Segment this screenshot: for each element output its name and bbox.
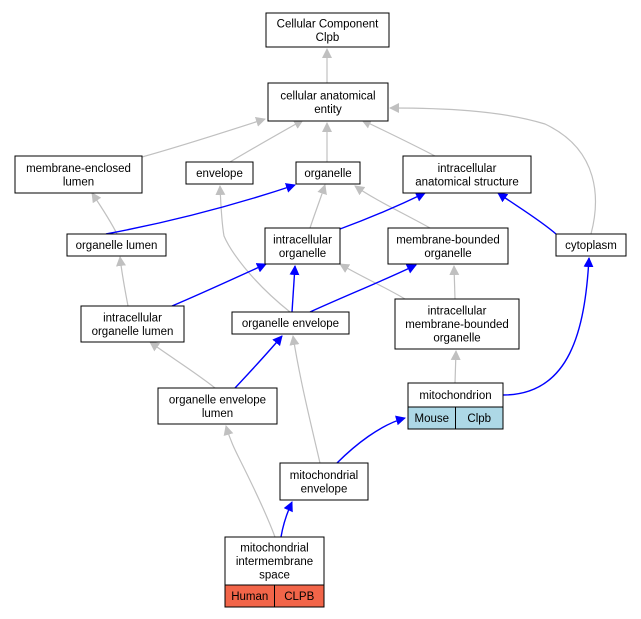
node-cae[interactable]: cellular anatomical entity: [267, 82, 389, 122]
node-label: organelle: [433, 333, 480, 345]
node-box: [265, 12, 390, 48]
edge-mel-cae: [141, 117, 266, 158]
gene-label: Clpb: [467, 413, 491, 425]
edge-ol-mel: [91, 192, 118, 235]
node-label: organelle: [304, 168, 351, 180]
annotation-row: Mouse Clpb: [407, 406, 504, 430]
node-box: [80, 305, 185, 343]
node-label: organelle envelope: [242, 318, 339, 330]
node-label: cytoplasm: [565, 240, 617, 252]
node-mbo[interactable]: membrane-bounded organelle: [387, 227, 509, 265]
edge-mito-cyt: [502, 257, 594, 396]
species-label: Human: [231, 591, 268, 603]
node-label: anatomical structure: [415, 176, 519, 188]
node-label: Clpb: [316, 32, 340, 44]
edge-ol-org: [105, 183, 296, 235]
edge-mis-oel: [223, 425, 276, 538]
node-env[interactable]: envelope: [185, 161, 254, 185]
node-label: intracellular: [438, 163, 497, 175]
node-label: mitochondrial: [240, 543, 308, 555]
node-label: mitochondrion: [419, 390, 491, 402]
node-label: entity: [314, 104, 342, 116]
node-box: [394, 298, 520, 350]
node-label: membrane-bounded: [405, 319, 509, 331]
node-cyt[interactable]: cytoplasm: [555, 233, 627, 257]
edge-oel-oe: [234, 335, 283, 389]
edge-me-oe: [289, 335, 321, 464]
node-label: intracellular: [103, 312, 162, 324]
node-box: [267, 82, 389, 122]
node-label: organelle lumen: [76, 240, 158, 252]
node-label: intermembrane: [236, 556, 313, 568]
gene-cell: [455, 406, 504, 430]
node-label: mitochondrial: [290, 470, 358, 482]
edge-cyt-ias: [497, 192, 557, 235]
node-label: intracellular: [273, 234, 332, 246]
node-box: [295, 161, 361, 185]
edge-oe-io: [289, 265, 300, 313]
species-label: Mouse: [414, 413, 449, 425]
edge-imbo-mbo: [449, 265, 460, 300]
edge-me-mito: [336, 415, 406, 464]
annotation-row: Human CLPB: [224, 584, 325, 608]
edge-iol-io: [171, 263, 267, 307]
node-iol[interactable]: intracellular organelle lumen: [80, 305, 185, 343]
node-label: envelope: [196, 168, 243, 180]
node-box: [387, 227, 509, 265]
node-label: space: [259, 570, 290, 582]
gene-cell: [274, 584, 325, 608]
node-label: lumen: [63, 176, 94, 188]
edge-ias-cae: [361, 119, 436, 157]
node-label: membrane-enclosed: [26, 163, 131, 175]
node-label: envelope: [301, 483, 348, 495]
edge-cyt-cae: [389, 103, 597, 235]
node-org[interactable]: organelle: [295, 161, 361, 185]
edge-iol-ol: [116, 256, 129, 307]
node-box: [14, 155, 143, 194]
edge-oe-env: [215, 185, 291, 313]
node-label: intracellular: [428, 306, 487, 318]
node-label: organelle: [424, 248, 471, 260]
node-label: lumen: [202, 408, 233, 420]
node-label: organelle lumen: [92, 326, 174, 338]
node-oel[interactable]: organelle envelope lumen: [157, 387, 278, 425]
gene-label: CLPB: [284, 591, 314, 603]
edge-mis-me: [280, 501, 293, 538]
node-box: [224, 536, 325, 586]
node-io[interactable]: intracellular organelle: [264, 227, 341, 265]
node-label: Cellular Component: [277, 18, 379, 30]
edge-oel-iol: [149, 341, 216, 389]
node-box: [402, 155, 532, 194]
node-oe[interactable]: organelle envelope: [231, 311, 350, 335]
edge-mbo-org: [354, 185, 431, 229]
edge-env-cae: [229, 119, 304, 163]
node-box: [264, 227, 341, 265]
node-ol[interactable]: organelle lumen: [66, 233, 167, 257]
node-box: [66, 233, 167, 257]
node-box: [555, 233, 627, 257]
node-box: [231, 311, 350, 335]
edge-io-ias: [339, 192, 426, 230]
edge-oe-mbo: [309, 264, 417, 313]
edge-mito-imbo: [450, 350, 461, 384]
node-label: membrane-bounded: [396, 234, 500, 246]
node-box: [157, 387, 278, 425]
node-box: [279, 462, 369, 501]
node-label: cellular anatomical: [280, 90, 375, 102]
edge-imbo-io: [339, 263, 406, 300]
node-label: organelle: [279, 248, 326, 260]
edge-io-org: [309, 184, 327, 229]
node-label: organelle envelope: [169, 394, 266, 406]
node-box: [185, 161, 254, 185]
